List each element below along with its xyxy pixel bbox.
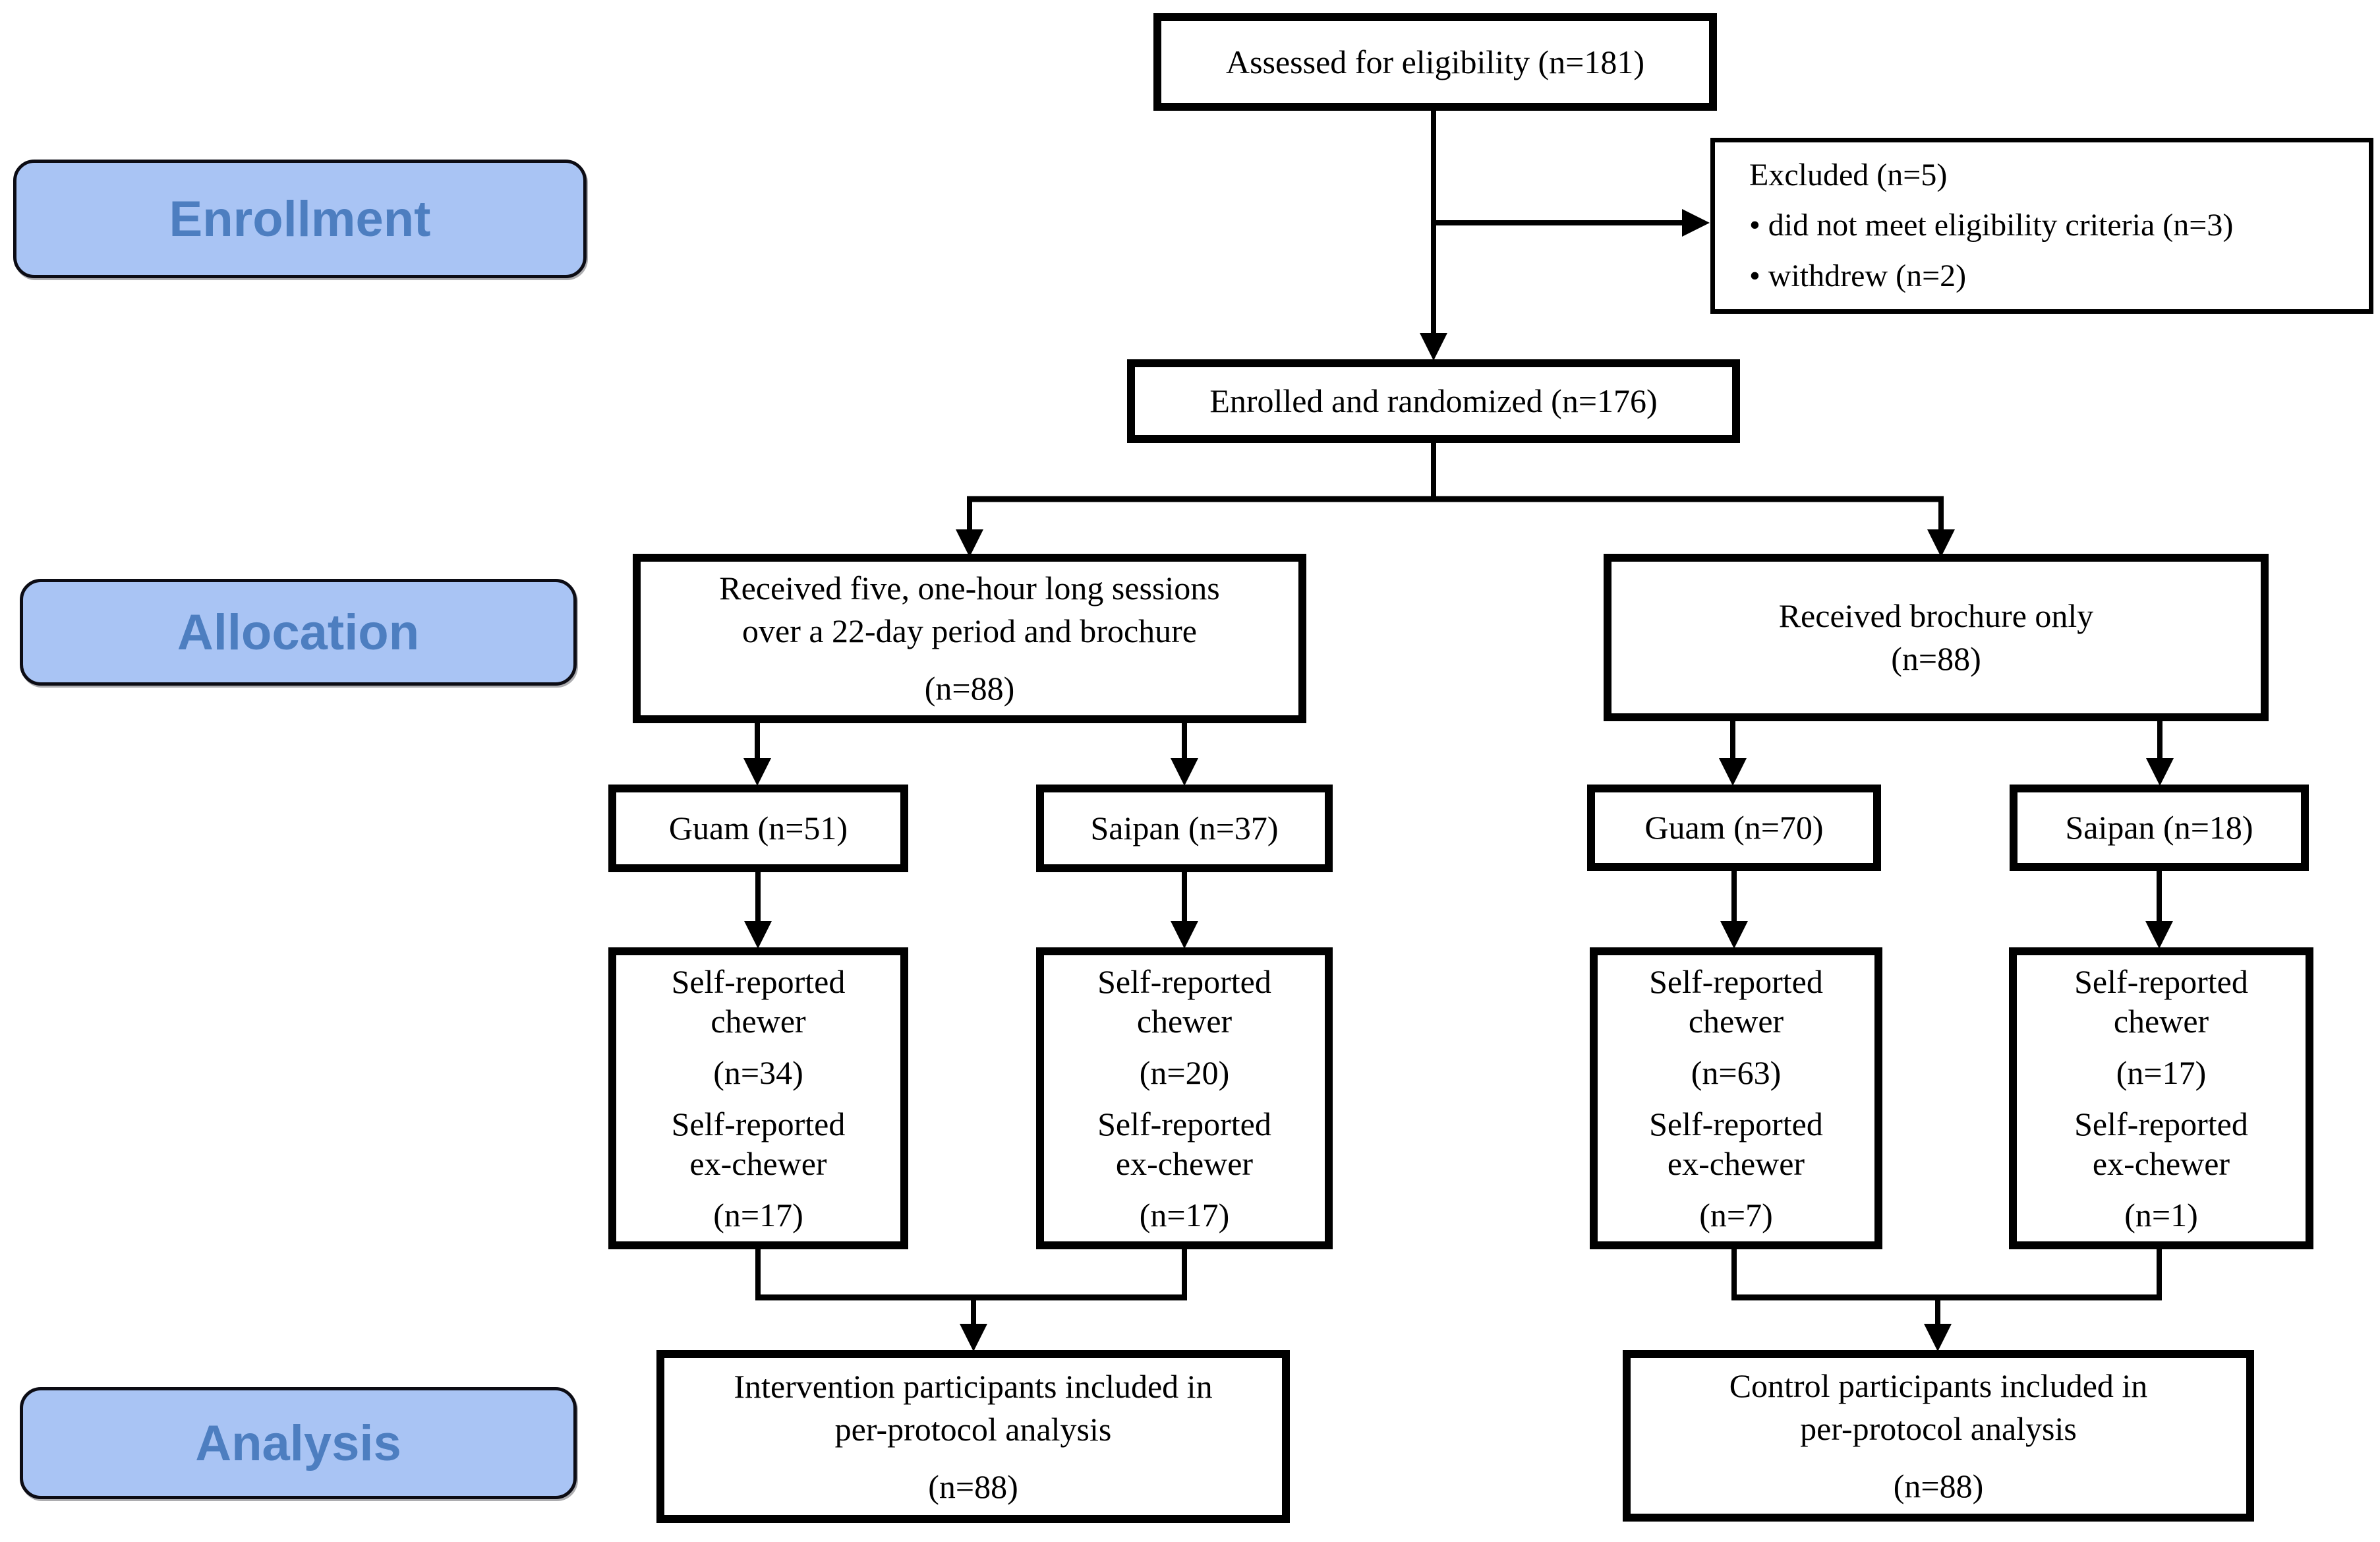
box-line: Self-reported	[2074, 963, 2248, 1000]
box-line: Intervention participants included in	[734, 1367, 1213, 1405]
box-line: (n=63)	[1691, 1054, 1782, 1091]
arrowhead-status-3	[1720, 921, 1748, 949]
box-control-allocation: Received brochure only (n=88)	[1604, 554, 2269, 721]
arrowhead-int-guam	[743, 758, 771, 786]
stage-label-text: Analysis	[195, 1415, 401, 1471]
box-line: Self-reported	[671, 1106, 846, 1142]
box-control-analysis: Control participants included in per-pro…	[1623, 1350, 2254, 1522]
box-intervention-guam-status: Self-reported chewer (n=34) Self-reporte…	[608, 947, 908, 1249]
box-line: (n=17)	[2116, 1054, 2207, 1091]
box-enrolled: Enrolled and randomized (n=176)	[1127, 359, 1740, 443]
box-intervention-allocation: Received five, one-hour long sessions ov…	[633, 554, 1306, 723]
box-line: (n=88)	[1893, 1467, 1984, 1504]
box-line: Control participants included in	[1729, 1367, 2148, 1404]
box-line: chewer	[1688, 1003, 1784, 1040]
box-intervention-saipan: Saipan (n=37)	[1036, 785, 1333, 872]
box-line: chewer	[711, 1003, 806, 1040]
box-line: per-protocol analysis	[1800, 1409, 2077, 1447]
box-intervention-analysis: Intervention participants included in pe…	[656, 1350, 1290, 1523]
box-line: Self-reported	[1097, 963, 1271, 1000]
excluded-bullet-2: • withdrew (n=2)	[1749, 258, 1967, 293]
box-line: chewer	[2113, 1003, 2209, 1040]
excluded-title: Excluded (n=5)	[1749, 157, 1948, 193]
box-line: (n=88)	[924, 670, 1015, 707]
box-line: over a 22-day period and brochure	[742, 612, 1197, 649]
box-line: Self-reported	[2074, 1106, 2248, 1142]
box-line: (n=17)	[1139, 1197, 1230, 1233]
box-excluded: Excluded (n=5) • did not meet eligibilit…	[1710, 138, 2373, 314]
arrowhead-int-saipan	[1171, 758, 1198, 786]
box-line: Self-reported	[1649, 1106, 1823, 1142]
box-line: (n=7)	[1699, 1197, 1773, 1233]
box-intervention-saipan-status: Self-reported chewer (n=20) Self-reporte…	[1036, 947, 1333, 1249]
box-line: ex-chewer	[689, 1145, 827, 1182]
box-control-saipan-status: Self-reported chewer (n=17) Self-reporte…	[2009, 947, 2313, 1249]
box-control-guam-status: Self-reported chewer (n=63) Self-reporte…	[1590, 947, 1882, 1249]
box-assessed: Assessed for eligibility (n=181)	[1153, 13, 1717, 111]
stage-label-text: Allocation	[177, 604, 420, 661]
box-line: (n=88)	[1891, 640, 1981, 677]
stage-label-analysis: Analysis	[20, 1387, 577, 1499]
box-line: Received five, one-hour long sessions	[719, 570, 1220, 607]
arrowhead-control-allocation	[1927, 529, 1955, 557]
box-line: per-protocol analysis	[834, 1410, 1112, 1448]
arrowhead-ctl-saipan	[2146, 758, 2174, 786]
stage-label-allocation: Allocation	[20, 579, 577, 686]
arrowhead-status-2	[1171, 921, 1198, 949]
box-line: Received brochure only	[1778, 597, 2094, 634]
arrowhead-ctl-analysis	[1924, 1324, 1952, 1351]
box-text: Enrolled and randomized (n=176)	[1209, 382, 1658, 419]
box-control-saipan: Saipan (n=18)	[2010, 785, 2309, 871]
arrowhead-excluded	[1682, 209, 1710, 237]
excluded-bullet-1: • did not meet eligibility criteria (n=3…	[1749, 208, 2234, 243]
stage-label-enrollment: Enrollment	[13, 160, 587, 278]
box-line: (n=1)	[2124, 1197, 2198, 1233]
box-line: Self-reported	[671, 963, 846, 1000]
box-control-guam: Guam (n=70)	[1587, 785, 1881, 871]
box-text: Saipan (n=18)	[2065, 809, 2253, 846]
arrowhead-ctl-guam	[1719, 758, 1747, 786]
box-text: Assessed for eligibility (n=181)	[1225, 43, 1645, 80]
box-line: Self-reported	[1097, 1106, 1271, 1142]
arrowhead-intervention-allocation	[956, 529, 983, 557]
arrowhead-enrolled	[1420, 333, 1447, 361]
box-line: Self-reported	[1649, 963, 1823, 1000]
box-line: (n=88)	[928, 1468, 1018, 1505]
box-text: Saipan (n=37)	[1090, 810, 1279, 846]
arrowhead-status-1	[744, 921, 772, 949]
box-line: (n=20)	[1139, 1054, 1230, 1091]
box-text: Guam (n=51)	[668, 810, 848, 846]
box-line: ex-chewer	[2092, 1145, 2230, 1182]
box-line: chewer	[1136, 1003, 1233, 1040]
stage-label-text: Enrollment	[169, 191, 431, 247]
arrowhead-status-4	[2145, 921, 2173, 949]
arrowhead-int-analysis	[960, 1324, 987, 1351]
box-line: ex-chewer	[1115, 1145, 1254, 1182]
box-line: ex-chewer	[1667, 1145, 1805, 1182]
box-intervention-guam: Guam (n=51)	[608, 785, 908, 872]
box-text: Guam (n=70)	[1644, 809, 1824, 846]
box-line: (n=34)	[713, 1054, 803, 1091]
box-line: (n=17)	[713, 1197, 803, 1233]
